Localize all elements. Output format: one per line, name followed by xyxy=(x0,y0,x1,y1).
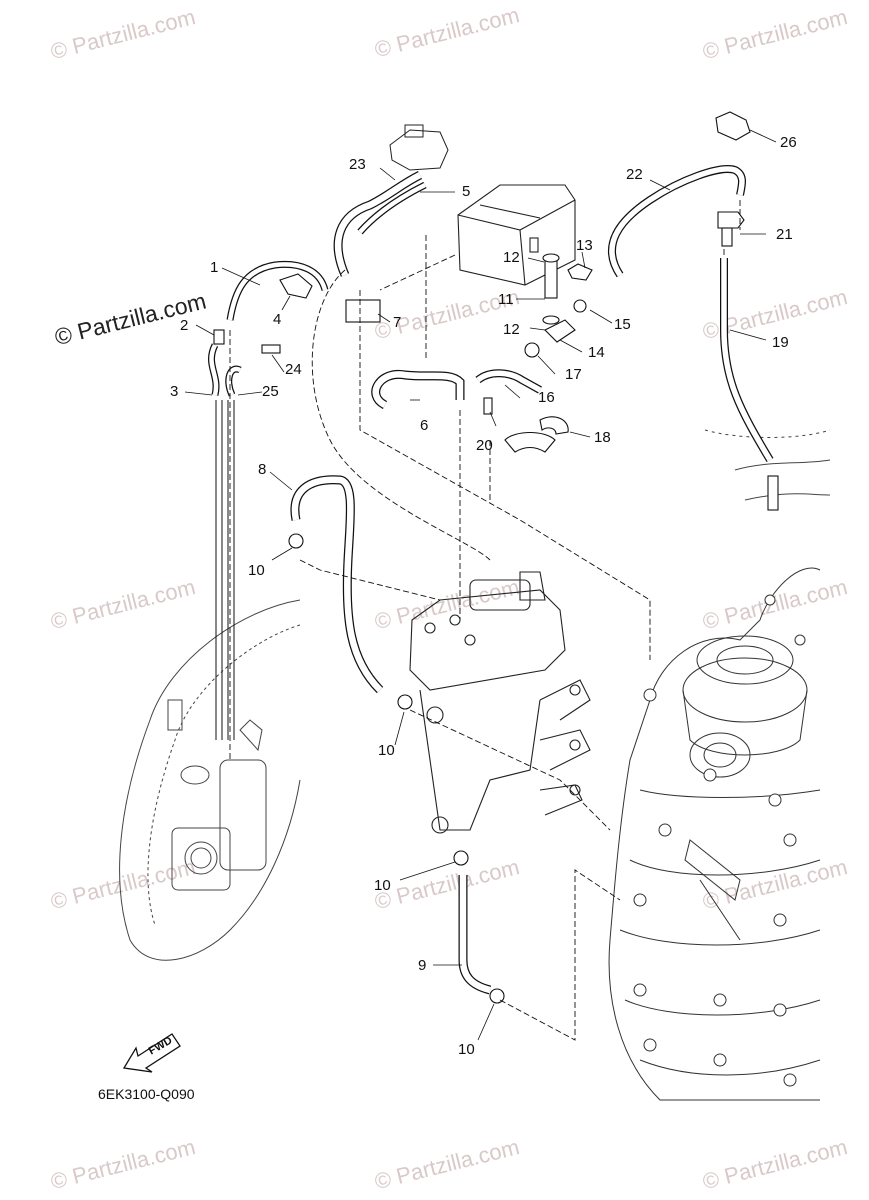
callout-4: 4 xyxy=(273,311,282,328)
callout-18: 18 xyxy=(594,429,611,446)
callout-10a: 10 xyxy=(248,562,265,579)
callout-23: 23 xyxy=(349,156,366,173)
callout-22: 22 xyxy=(626,166,643,183)
callout-15: 15 xyxy=(614,316,631,333)
callout-7: 7 xyxy=(393,314,402,331)
callout-24: 24 xyxy=(285,361,302,378)
solenoid-valve xyxy=(389,124,449,171)
leader-lines xyxy=(229,200,741,1041)
callout-1: 1 xyxy=(210,259,219,276)
callout-10c: 10 xyxy=(374,877,391,894)
surface-top-right xyxy=(704,429,831,501)
callout-3: 3 xyxy=(170,383,179,400)
callout-11: 11 xyxy=(498,291,514,308)
callout-12b: 12 xyxy=(503,321,520,338)
diagram-code: 6EK3100-Q090 xyxy=(98,1086,195,1102)
callout-5: 5 xyxy=(462,183,471,200)
callout-8: 8 xyxy=(258,461,267,478)
callout-6: 6 xyxy=(420,417,429,434)
callout-13: 13 xyxy=(576,237,593,254)
small-parts xyxy=(213,111,779,1004)
callout-14: 14 xyxy=(588,344,605,361)
callout-9: 9 xyxy=(418,957,427,974)
vapor-separator xyxy=(409,571,591,834)
callout-leaders xyxy=(184,129,777,1041)
callout-19: 19 xyxy=(772,334,789,351)
fwd-arrow-icon xyxy=(122,1033,181,1073)
hose-23 xyxy=(333,170,423,277)
intake-manifold-left xyxy=(119,599,301,961)
callout-25: 25 xyxy=(262,383,279,400)
callout-10d: 10 xyxy=(458,1041,475,1058)
callout-17: 17 xyxy=(565,366,582,383)
engine-block-right xyxy=(608,567,821,1101)
callout-12a: 12 xyxy=(503,249,520,266)
callout-21: 21 xyxy=(776,226,793,243)
hose-19 xyxy=(720,258,774,463)
callout-16: 16 xyxy=(538,389,555,406)
callout-26: 26 xyxy=(780,134,797,151)
callout-2: 2 xyxy=(180,317,189,334)
hose-8 xyxy=(290,475,384,694)
callout-10b: 10 xyxy=(378,742,395,759)
callout-20: 20 xyxy=(476,437,493,454)
vapor-canister xyxy=(457,184,576,286)
